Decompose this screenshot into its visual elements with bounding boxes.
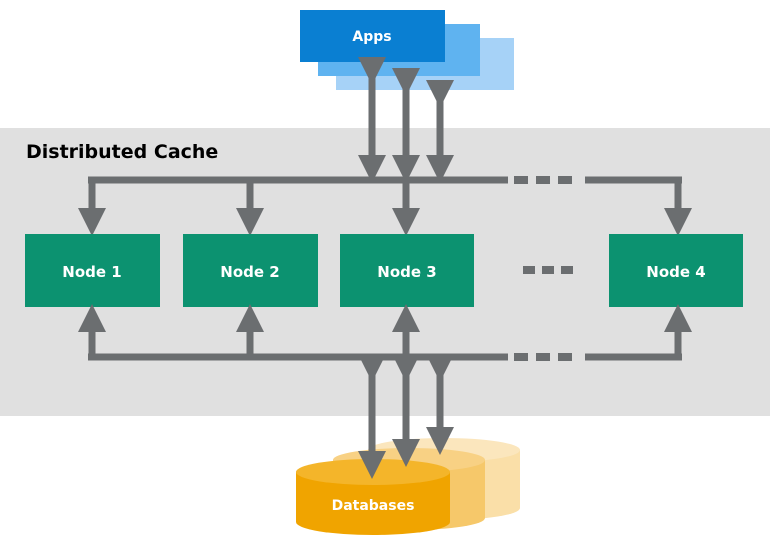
node-4: Node 4	[609, 234, 743, 307]
node-1-label: Node 1	[62, 263, 121, 281]
node-4-label: Node 4	[646, 263, 705, 281]
bus-databases-arrows	[358, 354, 454, 479]
apps-bus-arrows	[358, 57, 454, 183]
apps-box-front	[300, 10, 445, 62]
top-bus	[78, 176, 692, 236]
cache-title: Distributed Cache	[26, 141, 218, 163]
node-3-label: Node 3	[377, 263, 436, 281]
bottom-bus-ellipsis-icon	[514, 353, 572, 361]
apps-label: Apps	[352, 29, 391, 45]
apps-stack: Apps	[300, 10, 514, 90]
database-cylinder-front	[296, 459, 450, 535]
node-1: Node 1	[25, 234, 160, 307]
node-2-label: Node 2	[220, 263, 279, 281]
top-bus-ellipsis-icon	[514, 176, 572, 184]
nodes-ellipsis-icon	[523, 266, 573, 274]
node-2: Node 2	[183, 234, 318, 307]
databases-label: Databases	[332, 498, 415, 514]
node-3: Node 3	[340, 234, 474, 307]
